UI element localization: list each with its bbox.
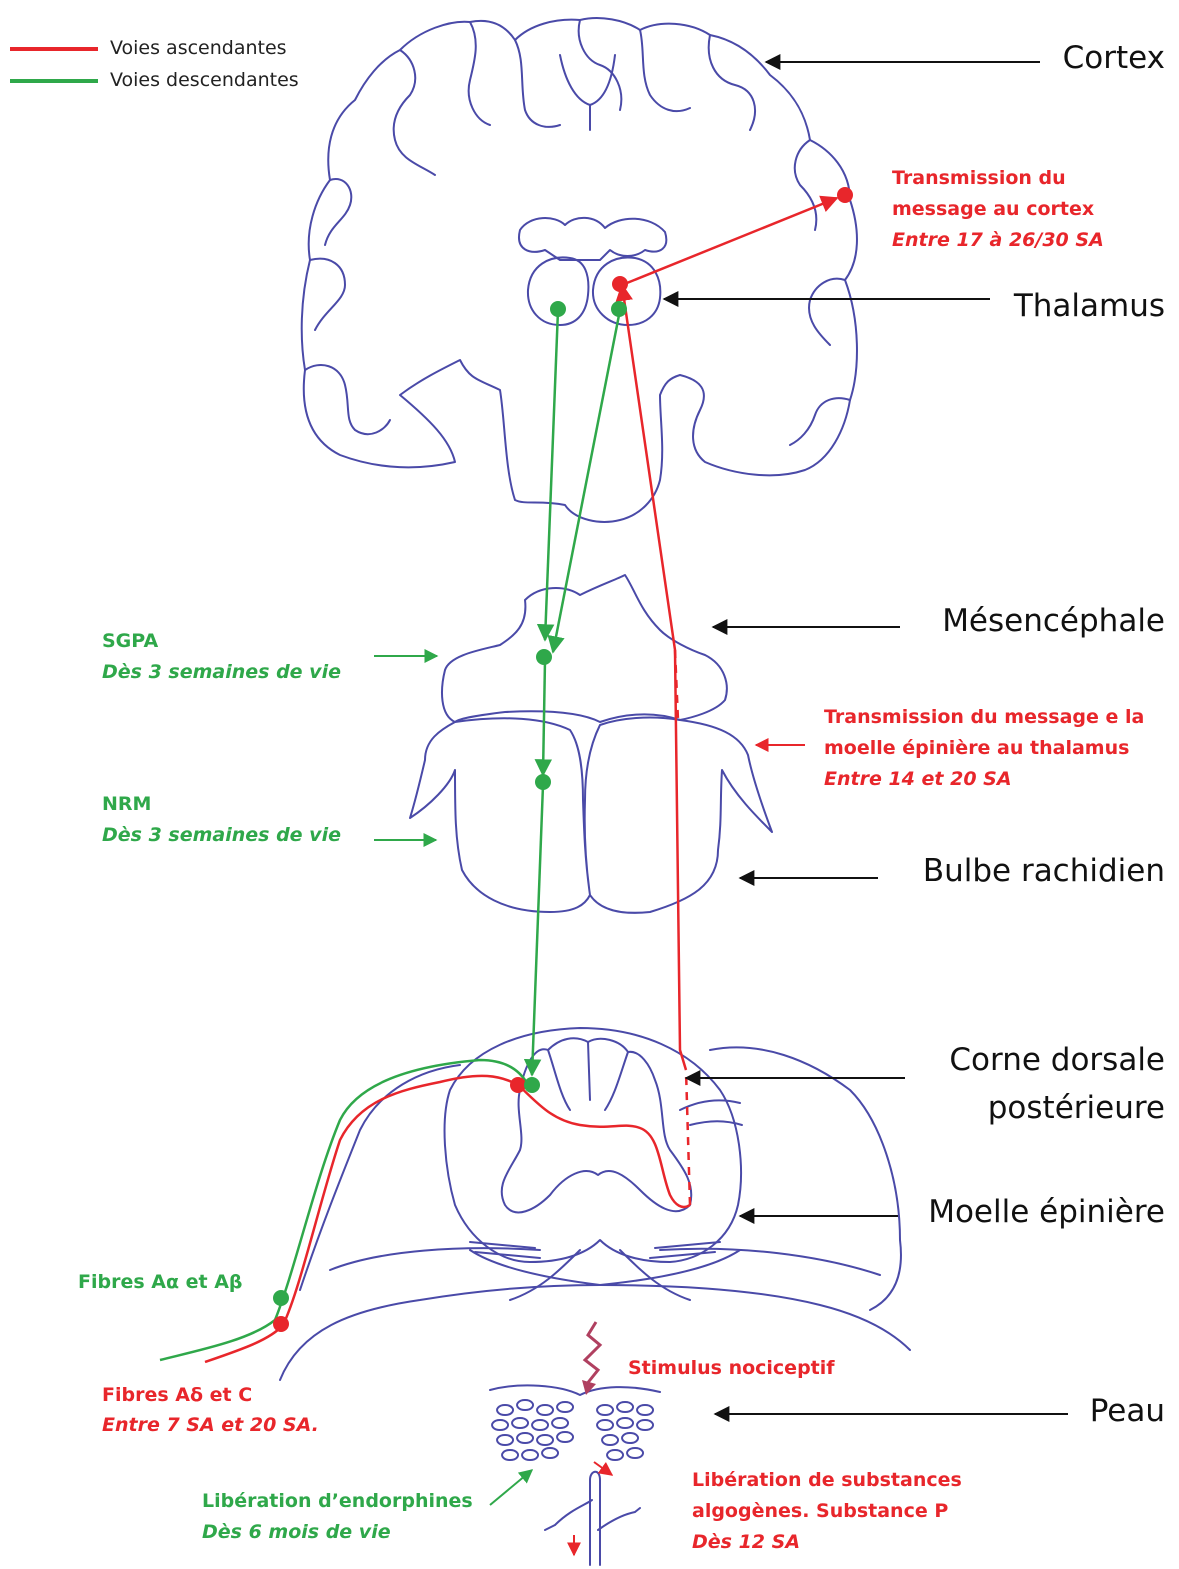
descending-tract-2: [553, 310, 620, 652]
stimulus-label: Stimulus nociceptif: [628, 1353, 835, 1383]
medulla-outline: [410, 718, 772, 913]
fibres-c-timing: Entre 7 SA et 20 SA.: [102, 1410, 319, 1440]
thalamus-label: Thalamus: [1014, 288, 1165, 324]
cortex-transmission-line2: message au cortex: [892, 194, 1094, 224]
substances-timing: Dès 12 SA: [692, 1527, 800, 1557]
dorsal-horn-green-dot: [524, 1077, 540, 1093]
cortex-transmission-line1: Transmission du: [892, 163, 1066, 193]
moelle-label: Moelle épinière: [928, 1194, 1165, 1230]
nrm-label: NRM: [102, 789, 151, 819]
spinal-cord-outline: [445, 1028, 741, 1262]
nrm-timing: Dès 3 semaines de vie: [102, 820, 341, 850]
skin-outline: [490, 1385, 660, 1460]
thalamus-outline: [519, 218, 666, 325]
descending-tract-3: [543, 660, 545, 775]
bulbe-label: Bulbe rachidien: [923, 853, 1165, 889]
mesencephalon-outline: [442, 575, 727, 722]
stimulus-zigzag: [585, 1322, 600, 1385]
thalamus-red-dot: [612, 276, 628, 292]
fibres-a-label: Fibres Aα et Aβ: [78, 1267, 243, 1297]
sgpa-dot: [536, 649, 552, 665]
brain-outline: [302, 18, 857, 522]
cortex-label: Cortex: [1063, 40, 1165, 76]
mesencephale-label: Mésencéphale: [942, 603, 1165, 639]
endorphines-timing: Dès 6 mois de vie: [202, 1517, 391, 1547]
ascending-dashed-cord: [686, 1070, 690, 1205]
nrm-dot: [535, 774, 551, 790]
substances-line1: Libération de substances: [692, 1465, 962, 1495]
descending-tract-1: [545, 310, 558, 640]
sgpa-label: SGPA: [102, 626, 158, 656]
legend-ascending-label: Voies ascendantes: [110, 37, 287, 59]
endorphines-label: Libération d’endorphines: [202, 1486, 473, 1516]
descending-peripheral-fibre: [160, 1060, 528, 1360]
fibre-a-dot: [273, 1290, 289, 1306]
cortex-dot: [837, 187, 853, 203]
substances-line2: algogènes. Substance P: [692, 1496, 948, 1526]
legend-descending-label: Voies descendantes: [110, 69, 299, 91]
peau-label: Peau: [1090, 1393, 1165, 1429]
thalamus-cortex-projection: [622, 198, 837, 285]
thalamus-transmission-line2: moelle épinière au thalamus: [824, 733, 1129, 763]
fibres-c-label: Fibres Aδ et C: [102, 1380, 252, 1410]
ascending-tract-upper: [622, 285, 686, 1070]
thalamus-transmission-line1: Transmission du message e la: [824, 702, 1144, 732]
thalamus-green-dot-2: [611, 301, 627, 317]
sgpa-timing: Dès 3 semaines de vie: [102, 657, 341, 687]
thalamus-green-dot-1: [550, 301, 566, 317]
dorsal-horn-red-dot: [510, 1077, 526, 1093]
fibre-c-dot: [273, 1316, 289, 1332]
thalamus-transmission-timing: Entre 14 et 20 SA: [824, 764, 1012, 794]
endorphines-pointer: [490, 1470, 532, 1505]
corne-label-line1: Corne dorsale: [949, 1042, 1165, 1078]
cortex-transmission-timing: Entre 17 à 26/30 SA: [892, 225, 1104, 255]
corne-label-line2: postérieure: [988, 1090, 1165, 1126]
